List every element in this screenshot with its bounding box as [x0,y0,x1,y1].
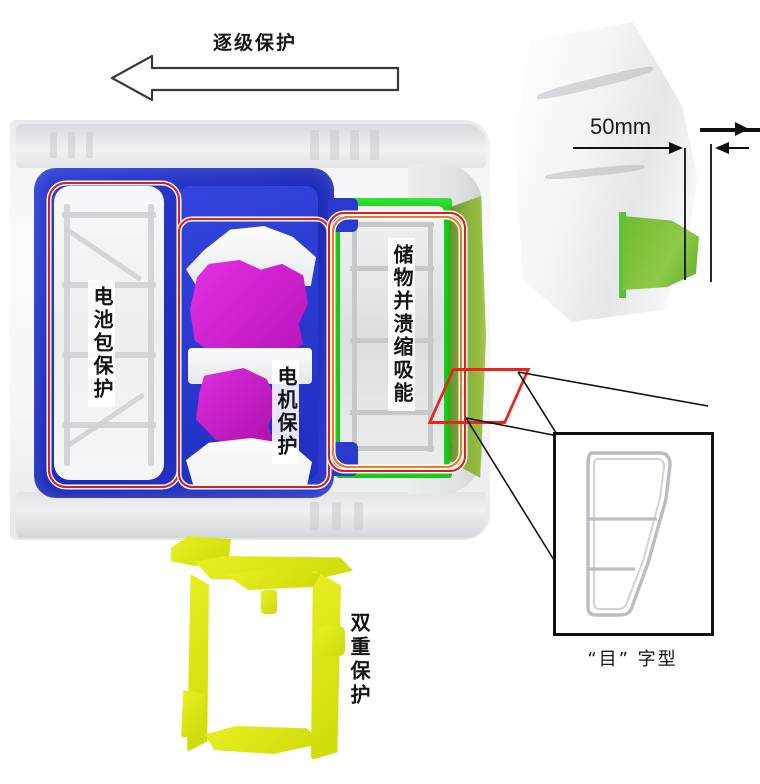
label-dual-protection: 双重保护 [347,612,371,708]
detail-inset-caption: “目” 字型 [587,649,678,670]
label-crush-absorption: 储物并溃缩吸能 [388,238,415,411]
progressive-protection-label: 逐级保护 [212,32,297,54]
motor-assembly-magenta [190,260,308,356]
cross-section-drawing [586,451,672,617]
body-bottom-rail [16,492,486,538]
label-battery-protection: 电池包保护 [88,280,115,407]
green-vertical-rail [328,206,342,470]
zone-outline-crush-inner [332,216,462,468]
zone-outline-motor [178,218,330,488]
callout-leader-lines [430,360,730,650]
green-bumper-beam [450,196,486,478]
dimension-arrows [565,130,750,290]
body-top-rail [16,124,486,168]
dimension-arrow-head-right [735,122,749,136]
dimension-50mm-label: 50mm [590,114,652,139]
bumper-fascia-view: 50mm [505,18,750,328]
detail-inset-box [553,432,714,636]
vehicle-plan-view: 电池包保护 电机保护 储物并溃缩吸能 [10,120,490,540]
dimension-extension-line [700,128,760,132]
bracket-fin [619,212,626,298]
yellow-subframe-assembly [165,530,380,765]
zone-outline-crush [328,212,466,472]
direction-arrow-icon [110,52,400,104]
motor-lower-magenta [196,368,278,446]
label-motor-protection: 电机保护 [272,360,299,464]
